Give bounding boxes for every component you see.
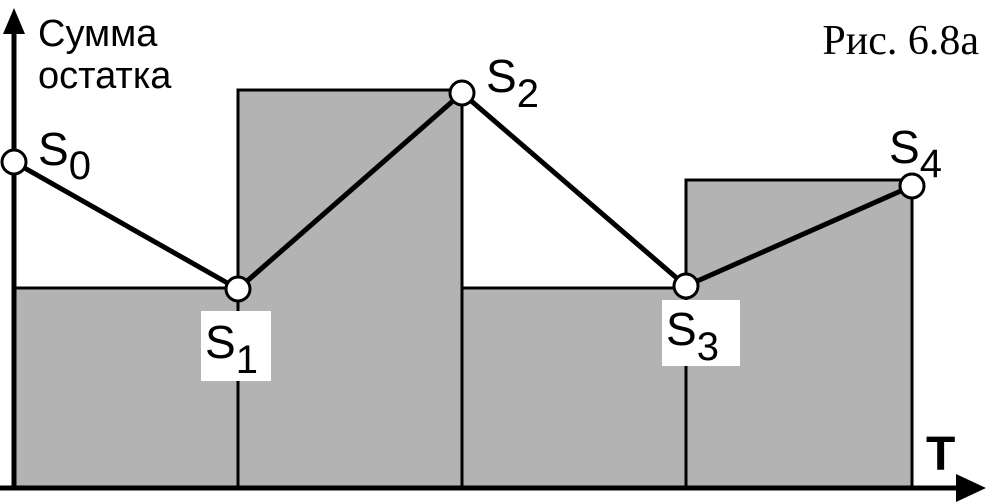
point-markers: [0, 79, 926, 303]
point-label-s1-sub: 1: [236, 338, 258, 382]
point-marker-s0: [0, 148, 28, 176]
point-label-s0-sub: 0: [69, 144, 91, 188]
figure-caption: Рис. 6.8а: [822, 18, 979, 64]
point-label-s0: S0: [38, 123, 91, 188]
point-label-s3-main: S: [666, 303, 697, 355]
label-bg-s3: [662, 300, 740, 366]
point-label-s3-sub: 3: [697, 325, 719, 369]
axes: [0, 8, 986, 502]
point-label-s4: S4: [889, 121, 942, 186]
label-bg-s1: [201, 311, 271, 381]
point-marker-s3: [672, 272, 700, 300]
bar-2: [236, 88, 464, 490]
x-axis-arrow: [956, 474, 986, 502]
x-axis-label: T: [926, 428, 955, 481]
y-axis-arrow: [3, 8, 25, 34]
point-label-s1-main: S: [205, 316, 236, 368]
point-label-s4-sub: 4: [920, 142, 942, 186]
point-marker-s4: [898, 172, 926, 200]
point-label-s2-sub: 2: [517, 72, 539, 116]
y-axis-label-line-1: Сумма: [38, 13, 158, 55]
point-marker-s2: [448, 79, 476, 107]
y-axis-label-line-2: остатка: [38, 55, 172, 97]
step-bars: [12, 88, 914, 490]
point-label-s2-main: S: [486, 50, 517, 102]
point-label-s3: S3: [666, 303, 719, 369]
point-marker-s1: [224, 275, 252, 303]
point-label-s0-main: S: [38, 123, 69, 175]
point-label-s4-main: S: [889, 121, 920, 173]
bar-3: [460, 286, 688, 490]
point-label-s1: S1: [205, 316, 258, 382]
point-label-s2: S2: [486, 50, 539, 116]
bar-1: [12, 286, 240, 490]
